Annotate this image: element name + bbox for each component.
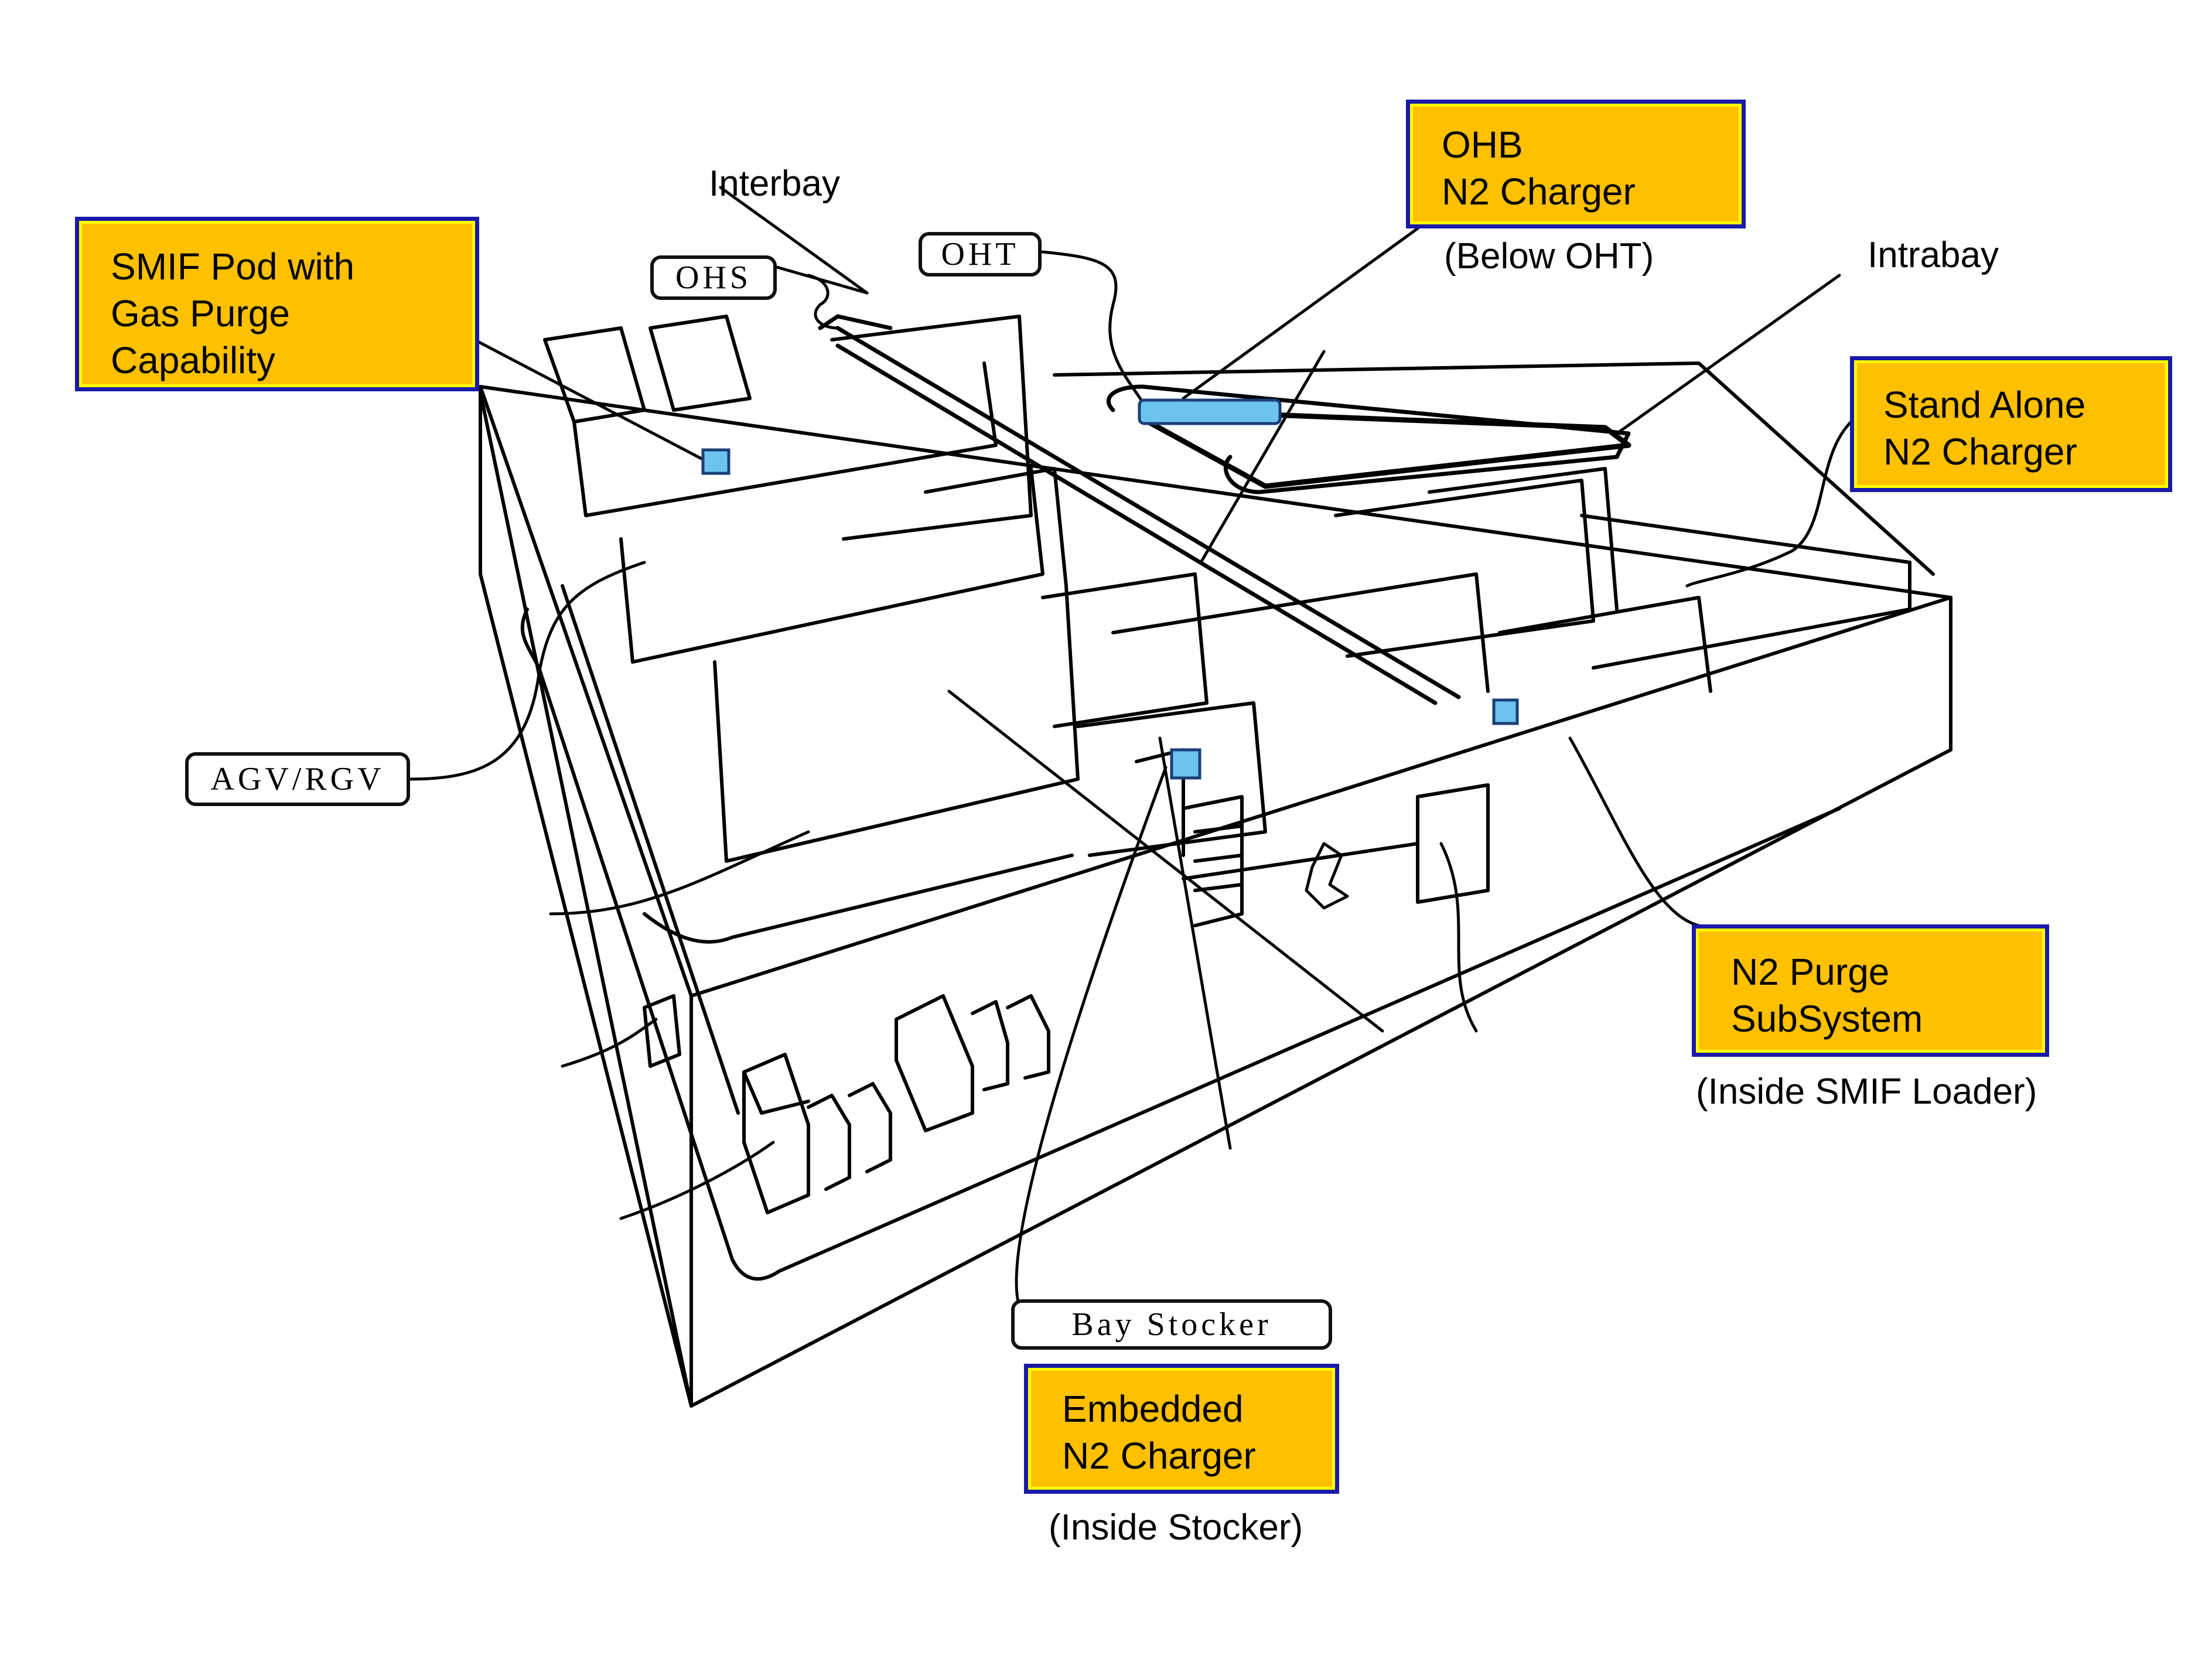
callout-line: OHB (1442, 124, 1523, 166)
leader-lines (408, 186, 1853, 1308)
callout-line: N2 Charger (1442, 170, 1636, 213)
note-below-oht: (Below OHT) (1444, 236, 1654, 276)
callout-line: SubSystem (1731, 998, 1923, 1040)
callout-n2-purge-subsystem: N2 Purge SubSystem (1692, 924, 2049, 1057)
smif-pod-device (701, 448, 730, 475)
callout-ohb-n2-charger: OHB N2 Charger (1406, 100, 1746, 228)
callout-line: Stand Alone (1883, 384, 2086, 426)
callout-line: N2 Purge (1731, 951, 1890, 993)
note-inside-smif-loader: (Inside SMIF Loader) (1696, 1071, 2037, 1112)
callout-line: SMIF Pod with (111, 245, 355, 288)
robot-arm (1305, 842, 1349, 910)
callout-line: Capability (111, 339, 276, 381)
tag-oht: OHT (919, 232, 1042, 276)
tag-agv-rgv: AGV/RGV (185, 752, 410, 806)
callout-line: Embedded (1062, 1388, 1244, 1430)
tag-bay-stocker: Bay Stocker (1011, 1299, 1332, 1350)
callout-smif-pod: SMIF Pod with Gas Purge Capability (75, 217, 479, 391)
storage-units (643, 994, 1050, 1214)
tag-ohs: OHS (650, 255, 777, 300)
callout-line: N2 Charger (1062, 1435, 1256, 1477)
callout-line: N2 Charger (1883, 431, 2077, 473)
interbay-track (818, 314, 1631, 705)
callout-stand-alone-n2-charger: Stand Alone N2 Charger (1850, 356, 2172, 492)
callout-embedded-n2-charger: Embedded N2 Charger (1024, 1364, 1339, 1494)
label-intrabay: Intrabay (1868, 235, 1999, 275)
fab-floor-slab (479, 385, 1952, 1408)
callout-line: Gas Purge (111, 292, 290, 334)
n2-purge-devices (701, 398, 1519, 780)
label-interbay: Interbay (709, 163, 841, 204)
loader-purge-device (1492, 698, 1519, 725)
ohb-n2-charger-device (1138, 398, 1282, 425)
note-inside-stocker: (Inside Stocker) (1049, 1507, 1303, 1548)
stocker-charger-device (1170, 748, 1201, 780)
